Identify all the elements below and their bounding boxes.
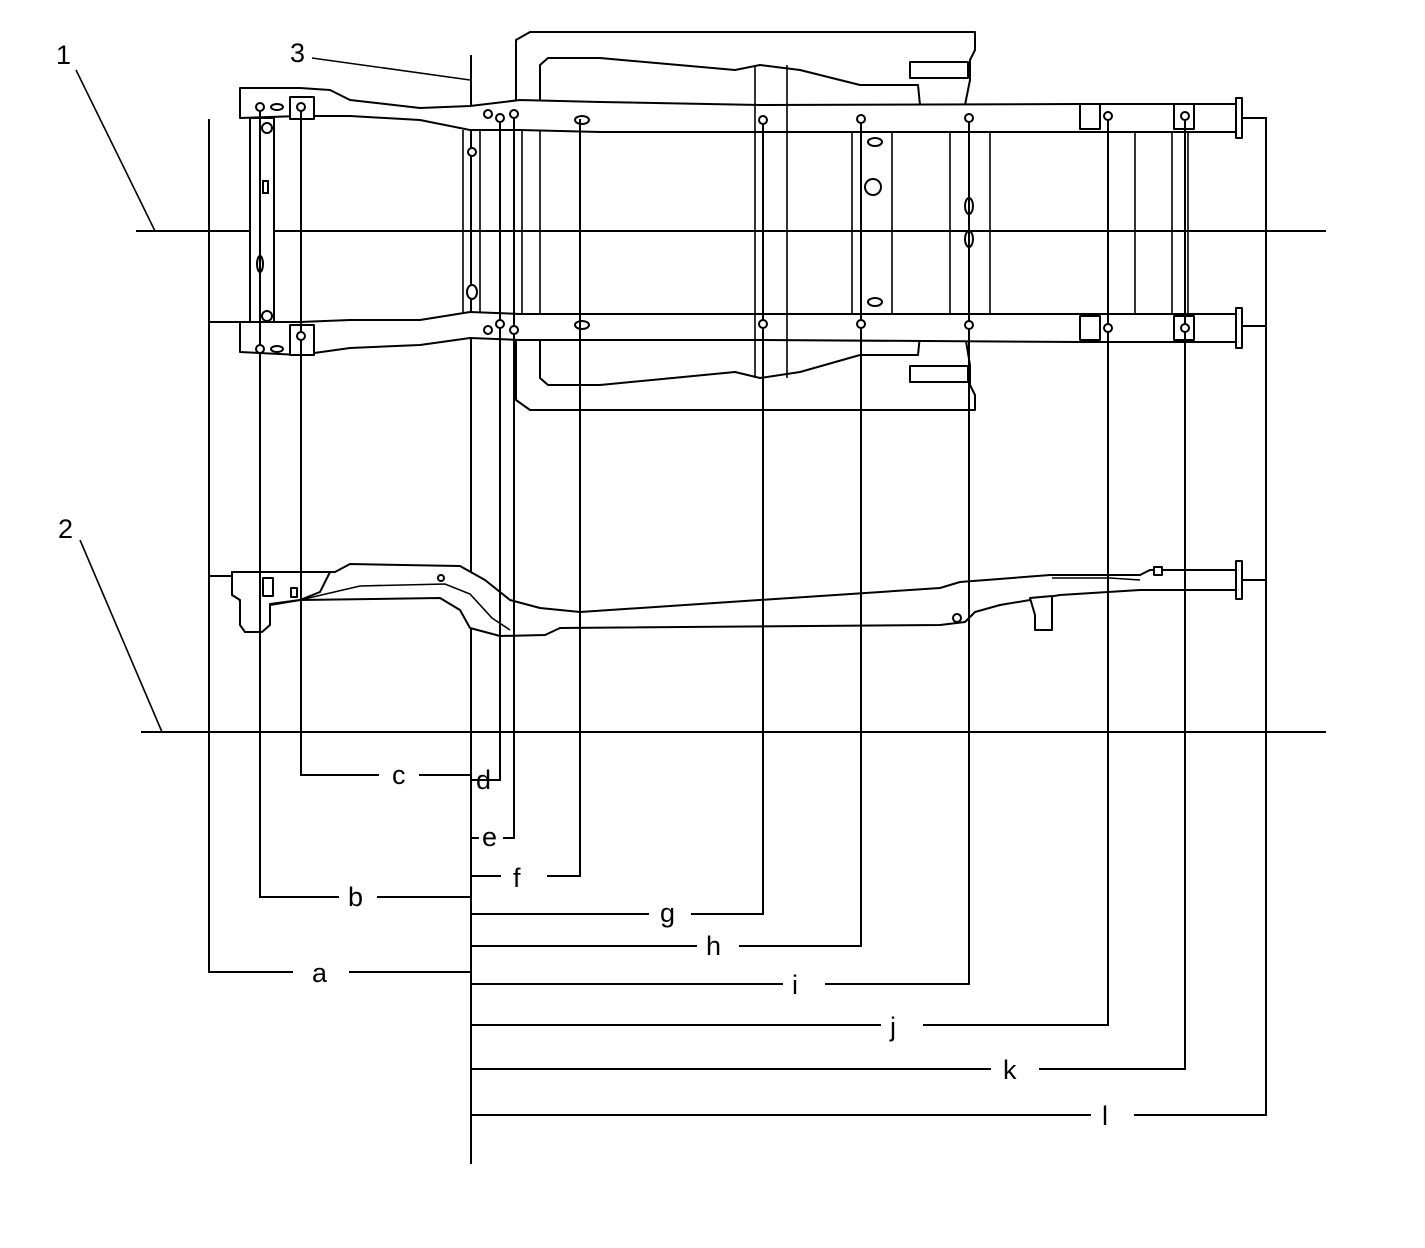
dimension-label-i: i — [792, 970, 798, 1000]
slot — [574, 115, 590, 125]
measurement-point — [964, 320, 974, 330]
measurement-point — [483, 109, 493, 119]
measurement-points — [255, 102, 1190, 354]
dimension-label-h: h — [706, 931, 721, 961]
measurement-point — [1103, 323, 1113, 333]
hole — [261, 122, 273, 134]
dimension-label-c: c — [392, 760, 406, 790]
frame-top-view — [239, 31, 1243, 411]
bracket-lower — [909, 365, 969, 383]
rear-hanger-side — [1029, 595, 1053, 631]
measurement-point — [1180, 111, 1190, 121]
hole — [864, 178, 882, 196]
mount-bracket — [1079, 103, 1101, 130]
dimension-label-j: j — [889, 1012, 896, 1042]
leader-line-2 — [75, 69, 156, 232]
measurement-point — [856, 319, 866, 329]
measurement-point — [296, 102, 306, 112]
front-mount-side — [231, 571, 331, 633]
slot — [867, 137, 883, 147]
measurement-point — [483, 325, 493, 335]
measurement-point — [1180, 323, 1190, 333]
frame-rail-side — [231, 563, 1241, 637]
leader-line-1 — [79, 539, 163, 733]
measurement-point — [964, 113, 974, 123]
slot — [466, 284, 478, 300]
slot — [867, 297, 883, 307]
crossmember-box-lower — [515, 334, 976, 411]
leader-line-3 — [311, 57, 471, 81]
crossmember-box-upper — [515, 31, 976, 106]
mount-bracket — [1079, 315, 1101, 341]
callout-label-3: 3 — [290, 38, 305, 68]
measurement-point — [495, 319, 505, 329]
side-contour — [299, 583, 511, 631]
dimension-label-k: k — [1003, 1055, 1017, 1085]
front-mount-box — [290, 587, 298, 598]
measurement-point — [758, 115, 768, 125]
measurement-point — [255, 102, 265, 112]
callout-label-1: 2 — [58, 514, 73, 544]
measurement-point — [255, 344, 265, 354]
front-crossmember — [249, 117, 275, 323]
hole — [437, 574, 445, 582]
measurement-point — [495, 113, 505, 123]
labels: 1 2 3 c d e f b g h a i j k l — [56, 38, 1108, 1131]
measurement-point — [758, 319, 768, 329]
hole — [261, 310, 273, 322]
measurement-point — [467, 147, 477, 157]
measurement-point — [1103, 111, 1113, 121]
side-contour — [1052, 577, 1141, 581]
hole — [952, 613, 962, 623]
front-mount-box — [262, 577, 274, 597]
measurement-point — [509, 325, 519, 335]
bracket-upper — [909, 61, 969, 79]
dimension-label-b: b — [348, 882, 363, 912]
slot — [262, 180, 269, 194]
measurement-point — [296, 331, 306, 341]
dimension-label-d: d — [476, 765, 491, 795]
slot — [270, 345, 284, 353]
dimension-label-f: f — [513, 863, 521, 893]
dimension-label-a: a — [312, 958, 328, 988]
rear-stud-side — [1153, 566, 1163, 576]
dimension-label-l: l — [1102, 1101, 1108, 1131]
slot — [574, 320, 590, 330]
measurement-point — [509, 109, 519, 119]
rear-flange-lower — [1235, 307, 1243, 349]
measurement-point — [856, 114, 866, 124]
dimension-label-e: e — [482, 822, 497, 852]
dimension-label-g: g — [660, 898, 675, 928]
callout-label-2: 1 — [56, 40, 71, 70]
frame-side-view — [231, 560, 1243, 637]
dimension-lines — [208, 106, 1267, 1116]
slot — [270, 103, 284, 111]
